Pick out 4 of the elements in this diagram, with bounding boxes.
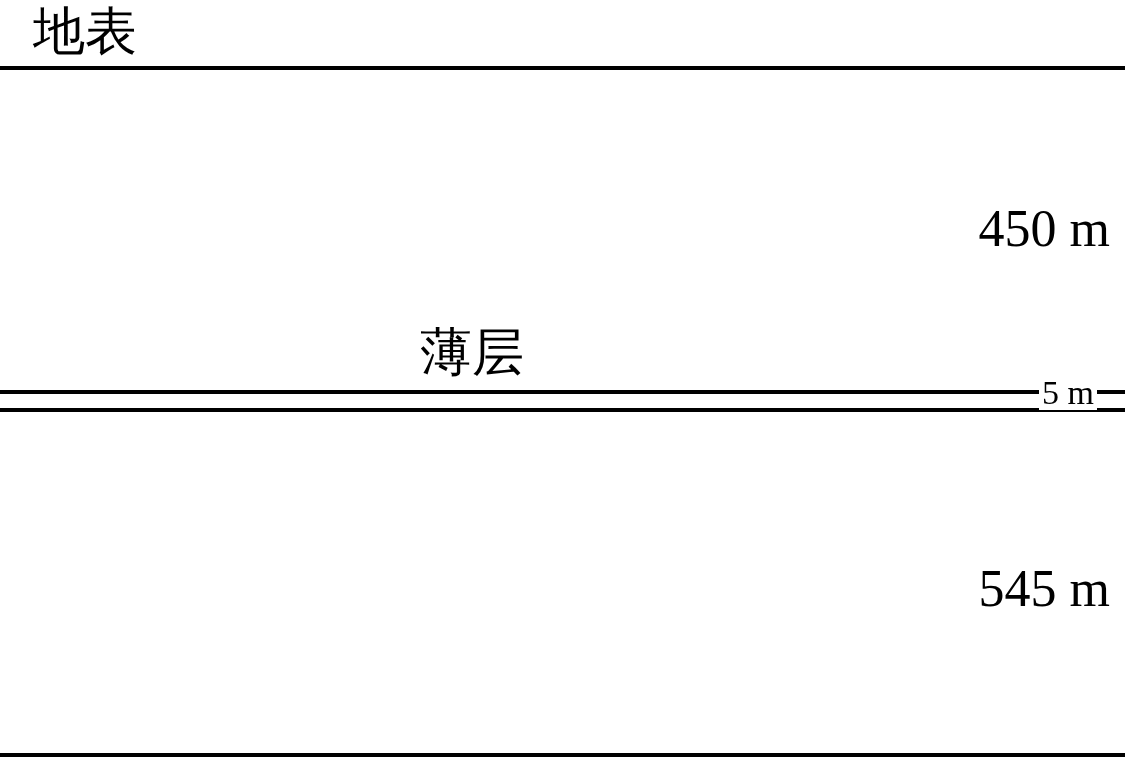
thickness-label: 450 m: [978, 203, 1110, 255]
thickness-label: 545 m: [978, 563, 1110, 615]
thin-layer-label: 薄层: [420, 327, 524, 379]
ground-surface-label: 地表: [33, 6, 137, 58]
